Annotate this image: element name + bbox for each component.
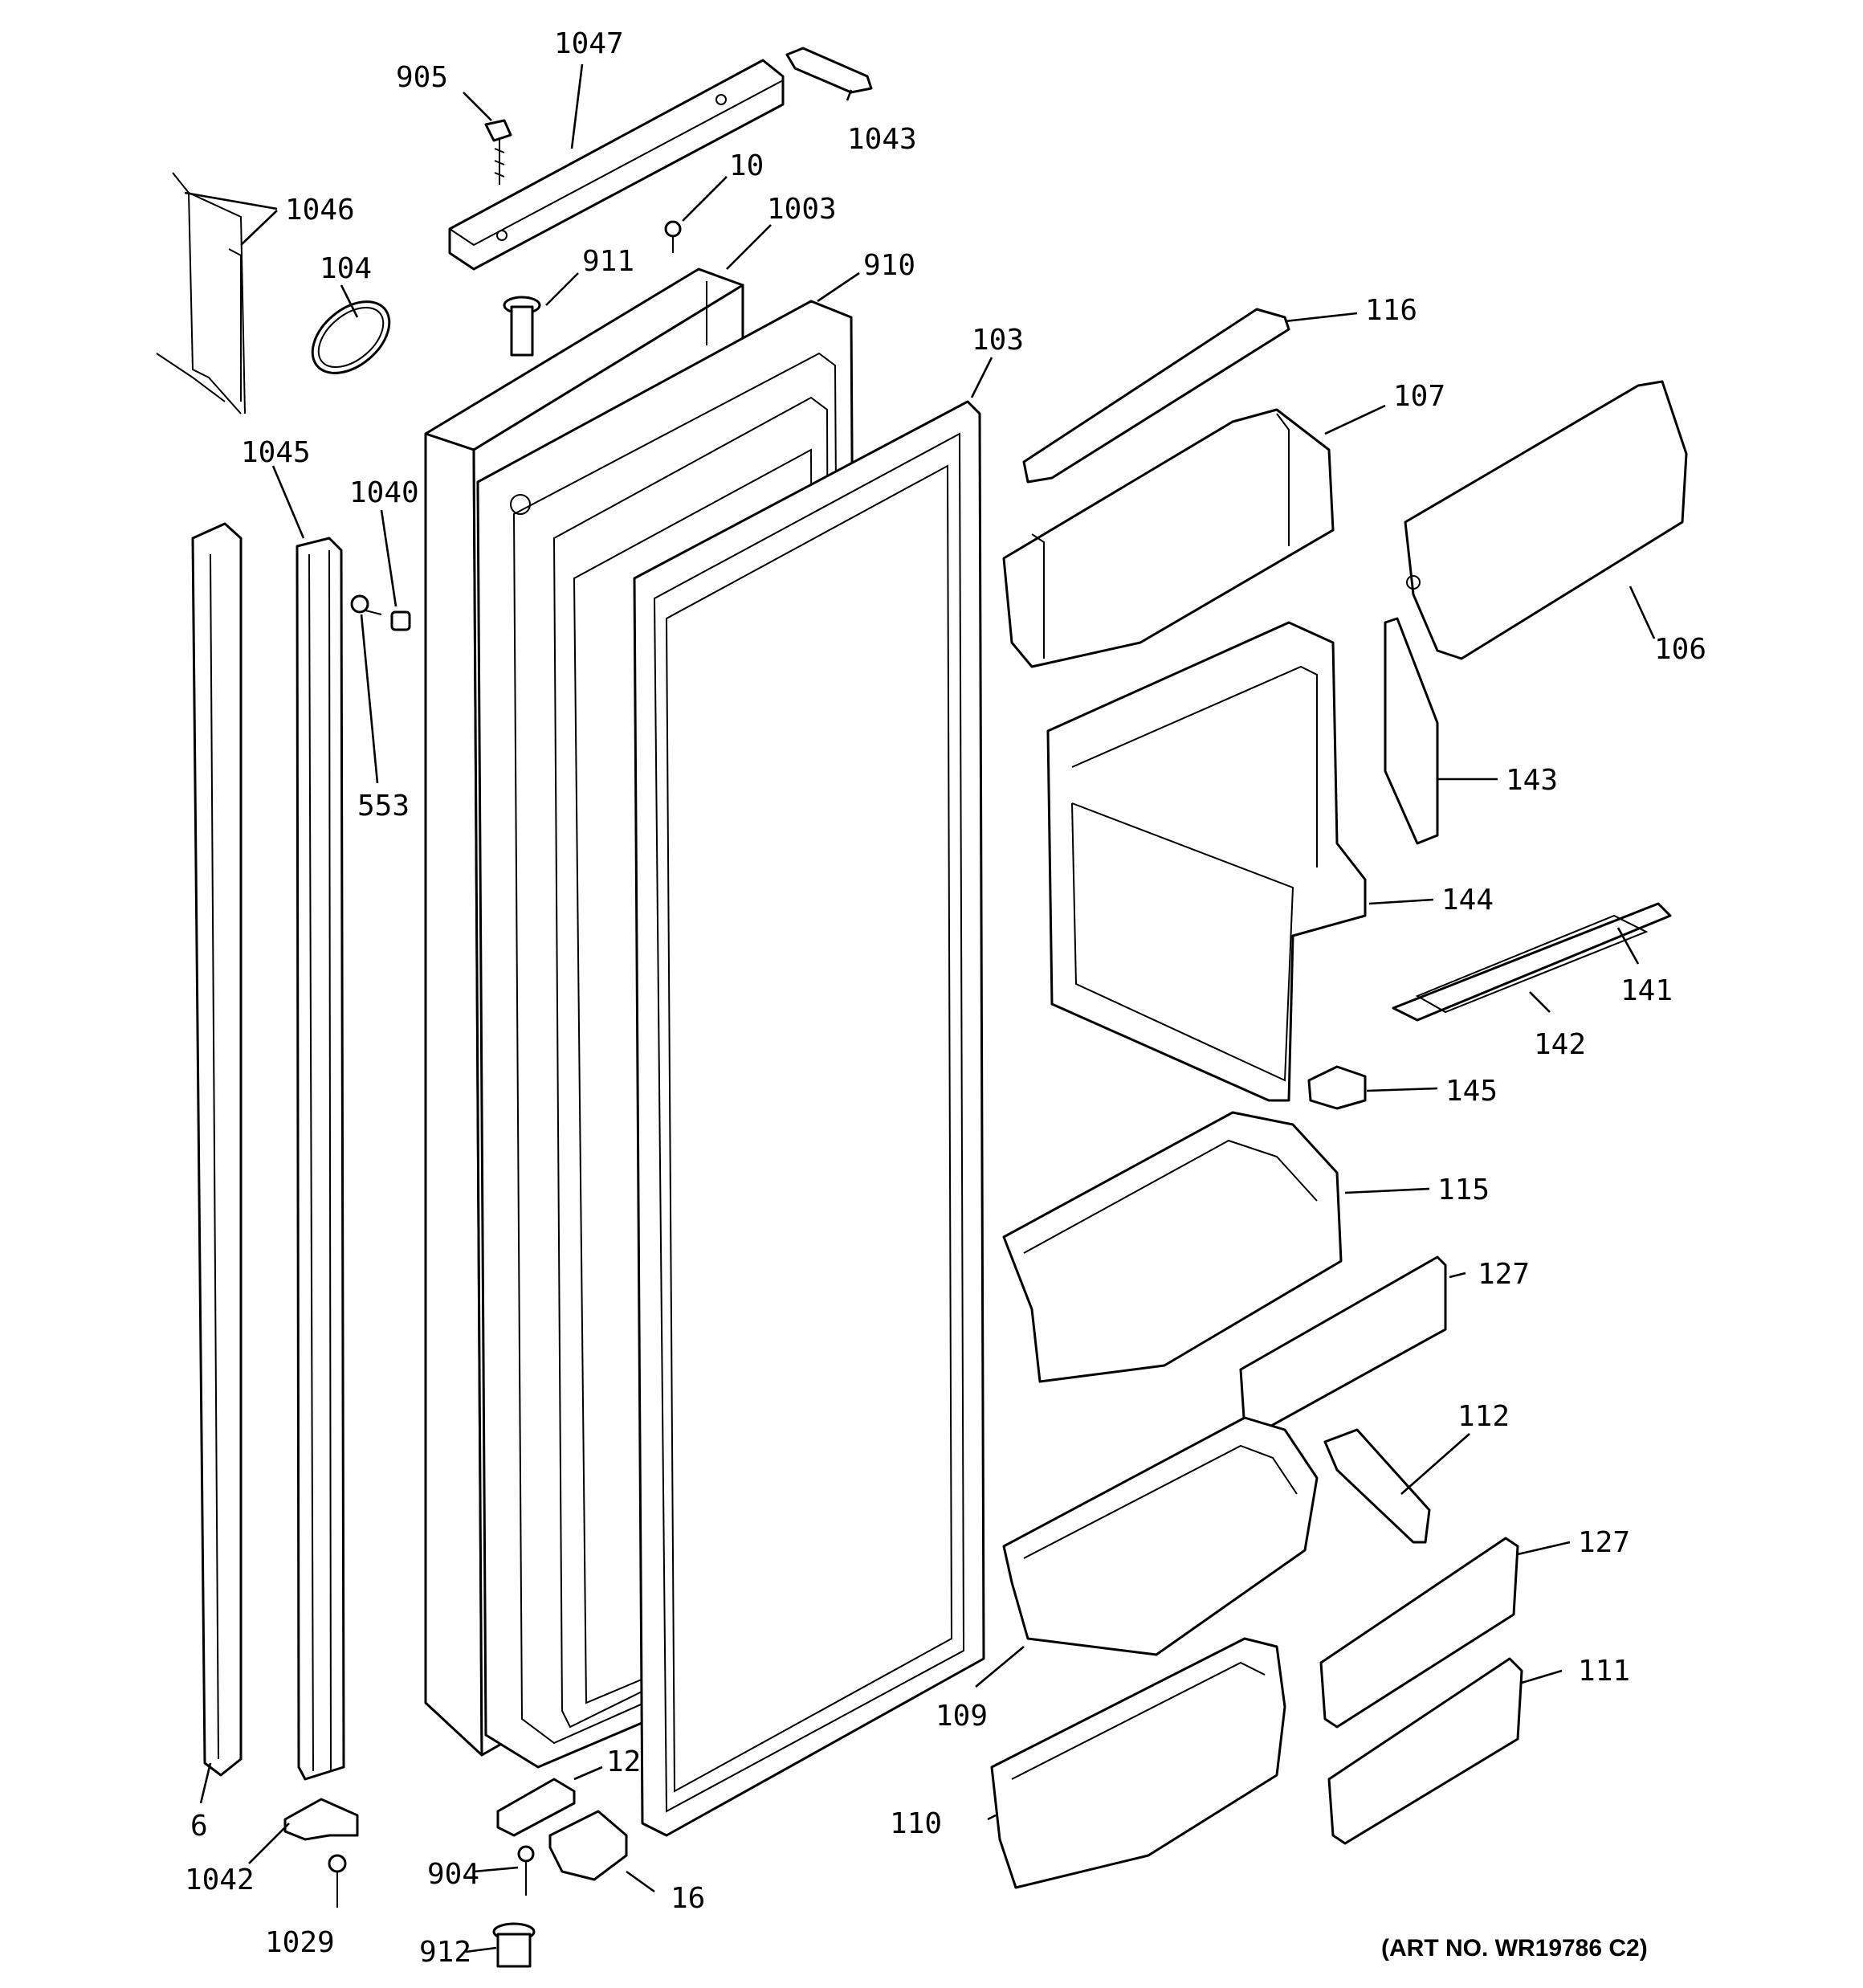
callout-110: 110 <box>890 1807 942 1840</box>
bolt-905 <box>484 119 512 185</box>
callout-912: 912 <box>419 1936 471 1969</box>
callout-1003: 1003 <box>767 193 837 226</box>
divider-112 <box>1323 1428 1431 1544</box>
callout-141: 141 <box>1620 974 1673 1007</box>
leader-lines <box>184 63 1656 1953</box>
egg-trays <box>1392 902 1672 1022</box>
callout-127b: 127 <box>1578 1526 1630 1559</box>
callout-144: 144 <box>1441 884 1494 916</box>
dairy-compartment-144 <box>1046 621 1367 1102</box>
callout-1043: 1043 <box>847 123 917 156</box>
callout-1047: 1047 <box>554 27 624 60</box>
upper-bin-107 <box>1002 408 1335 668</box>
callout-16: 16 <box>671 1882 705 1915</box>
screw-553 <box>350 594 382 615</box>
callout-104: 104 <box>320 252 372 285</box>
fastener-1040 <box>390 610 411 631</box>
callout-142: 142 <box>1534 1028 1586 1061</box>
callout-111: 111 <box>1578 1655 1630 1688</box>
trim-pieces <box>156 172 246 414</box>
callout-1046: 1046 <box>285 194 355 227</box>
callout-109: 109 <box>936 1700 988 1733</box>
door-gasket <box>633 400 985 1837</box>
bin-cover-106 <box>1404 380 1688 660</box>
handle-trim <box>191 522 243 1777</box>
callout-103: 103 <box>972 324 1024 357</box>
door-bin-115 <box>1002 1111 1343 1383</box>
callout-904: 904 <box>427 1858 479 1891</box>
callout-1045: 1045 <box>241 436 311 469</box>
art-number: (ART NO. WR19786 C2) <box>1381 1935 1648 1961</box>
callout-115: 115 <box>1437 1174 1490 1206</box>
callout-112: 112 <box>1457 1400 1510 1433</box>
bracket-1042 <box>283 1798 359 1841</box>
callout-911: 911 <box>582 245 634 278</box>
screw-1029 <box>328 1854 347 1908</box>
door-bin-109 <box>1002 1416 1319 1656</box>
callout-553: 553 <box>357 790 410 823</box>
screw-904 <box>517 1845 535 1896</box>
door-bin-110 <box>990 1637 1286 1889</box>
callout-1040: 1040 <box>349 476 419 509</box>
callout-10: 10 <box>729 149 764 182</box>
hinge-pin-cap <box>785 47 873 94</box>
handle-1045 <box>296 537 345 1781</box>
hinge-cover <box>448 59 785 271</box>
callout-12: 12 <box>606 1745 641 1778</box>
bin-rail-116 <box>1022 308 1290 484</box>
callout-143: 143 <box>1506 764 1558 797</box>
bin-front-127b <box>1319 1537 1519 1729</box>
callout-145: 145 <box>1445 1075 1498 1108</box>
callout-1029: 1029 <box>265 1926 335 1959</box>
callout-labels: 905 1047 1043 1046 10 1003 104 911 910 1… <box>185 27 1706 1969</box>
callout-1042: 1042 <box>185 1863 255 1896</box>
cap-912 <box>492 1922 536 1968</box>
callout-6: 6 <box>190 1810 208 1843</box>
ring-104 <box>311 300 391 374</box>
button-145 <box>1307 1065 1367 1110</box>
shutter-143 <box>1384 617 1439 845</box>
callout-910: 910 <box>863 249 915 282</box>
callout-127a: 127 <box>1478 1258 1530 1291</box>
bin-front-111 <box>1327 1657 1523 1845</box>
bushing-911 <box>503 296 541 357</box>
callout-107: 107 <box>1393 380 1445 413</box>
hinge-16 <box>548 1810 628 1881</box>
callout-106: 106 <box>1654 633 1706 666</box>
callout-116: 116 <box>1365 294 1417 327</box>
callout-905: 905 <box>396 61 448 94</box>
bracket-12 <box>496 1778 576 1837</box>
screw-10 <box>664 220 682 253</box>
